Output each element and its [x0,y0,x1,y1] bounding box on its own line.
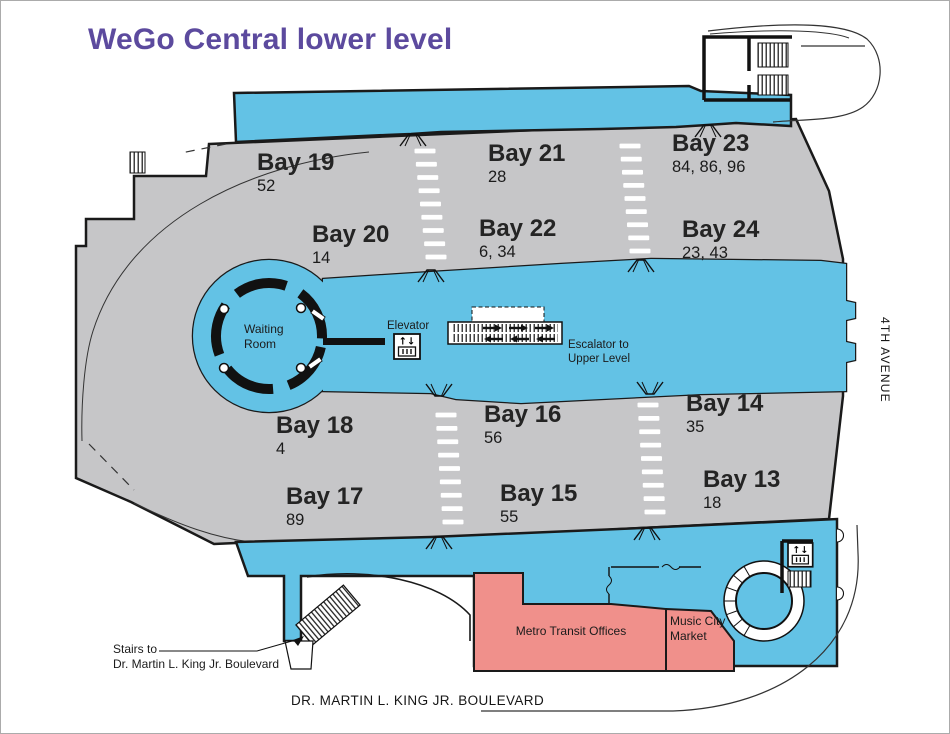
metro-transit-offices-label: Metro Transit Offices [515,624,627,638]
stairs-to-line2: Dr. Martin L. King Jr. Boulevard [113,657,280,671]
bay-name: Bay 14 [686,390,764,417]
crosswalk-marking [414,148,447,260]
bay-16-label: Bay 16 56 [484,401,562,448]
bay-routes: 6, 34 [479,243,516,262]
bay-name: Bay 15 [500,480,578,507]
bay-13-label: Bay 13 18 [703,466,781,513]
bay-routes: 28 [488,168,507,187]
bay-name: Bay 13 [703,466,781,493]
bay-routes: 84, 86, 96 [672,158,746,177]
crosswalk-marking [637,402,666,515]
waiting-room-label: Waiting Room [244,322,284,351]
bay-19-label: Bay 19 52 [257,149,335,196]
stairs-icon [787,570,812,588]
bay-routes: 23, 43 [682,244,728,263]
bay-name: Bay 23 [672,130,750,157]
escalator-label: Escalator to Upper Level [568,339,631,366]
metro-transit-offices-area [473,572,667,672]
elevator-icon [787,542,814,568]
elevator-label: Elevator [387,320,430,332]
fourth-avenue-label: 4TH AVENUE [878,317,892,403]
bay-21-label: Bay 21 28 [488,140,566,187]
bay-name: Bay 20 [312,221,390,248]
stairs-icon [757,42,789,68]
waiting-room [211,278,385,394]
street-curbs [481,524,859,712]
north-busway [232,84,793,144]
crosswalk-marking [619,143,651,254]
bay-name: Bay 24 [682,216,760,243]
elevator-icon [393,333,421,360]
bay-name: Bay 18 [276,412,354,439]
music-city-market-label: Music City Market [670,614,726,643]
bay-15-label: Bay 15 55 [500,480,578,527]
bay-20-label: Bay 20 14 [312,221,390,268]
bay-routes: 4 [276,440,286,459]
page-title: WeGo Central lower level [88,23,453,56]
bay-routes: 52 [257,177,276,196]
bay-22-label: Bay 22 6, 34 [479,215,557,262]
bay-name: Bay 22 [479,215,557,242]
bay-14-label: Bay 14 35 [686,390,764,437]
waiting-room-ring [211,278,327,394]
spiral-stairs-icon [723,539,814,642]
bay-name: Bay 21 [488,140,566,167]
escalator-icon [447,306,563,345]
bay-name: Bay 16 [484,401,562,428]
stairs-to-line1: Stairs to [113,642,158,656]
music-city-market-area [665,607,735,672]
stairs-icon [757,74,789,96]
bay-routes: 18 [703,494,722,513]
bay-24-label: Bay 24 23, 43 [682,216,760,263]
bay-name: Bay 19 [257,149,335,176]
bay-23-label: Bay 23 84, 86, 96 [672,130,750,177]
upper-entrance-building [702,24,881,123]
bay-routes: 55 [500,508,519,527]
mlk-boulevard-label: DR. MARTIN L. KING JR. BOULEVARD [291,693,545,708]
stairs-icon [129,151,146,174]
bay-routes: 14 [312,249,331,268]
offices [473,572,735,672]
bay-18-label: Bay 18 4 [276,412,354,459]
bay-routes: 35 [686,418,705,437]
crosswalk-marking [435,412,464,525]
bay-routes: 89 [286,511,305,530]
stairs-icon [295,584,361,646]
bay-routes: 56 [484,429,503,448]
stairs-to-label: Stairs to Dr. Martin L. King Jr. Bouleva… [113,642,279,672]
stairs-leader-line [159,636,304,652]
bay-name: Bay 17 [286,483,364,510]
bay-17-label: Bay 17 89 [286,483,364,530]
